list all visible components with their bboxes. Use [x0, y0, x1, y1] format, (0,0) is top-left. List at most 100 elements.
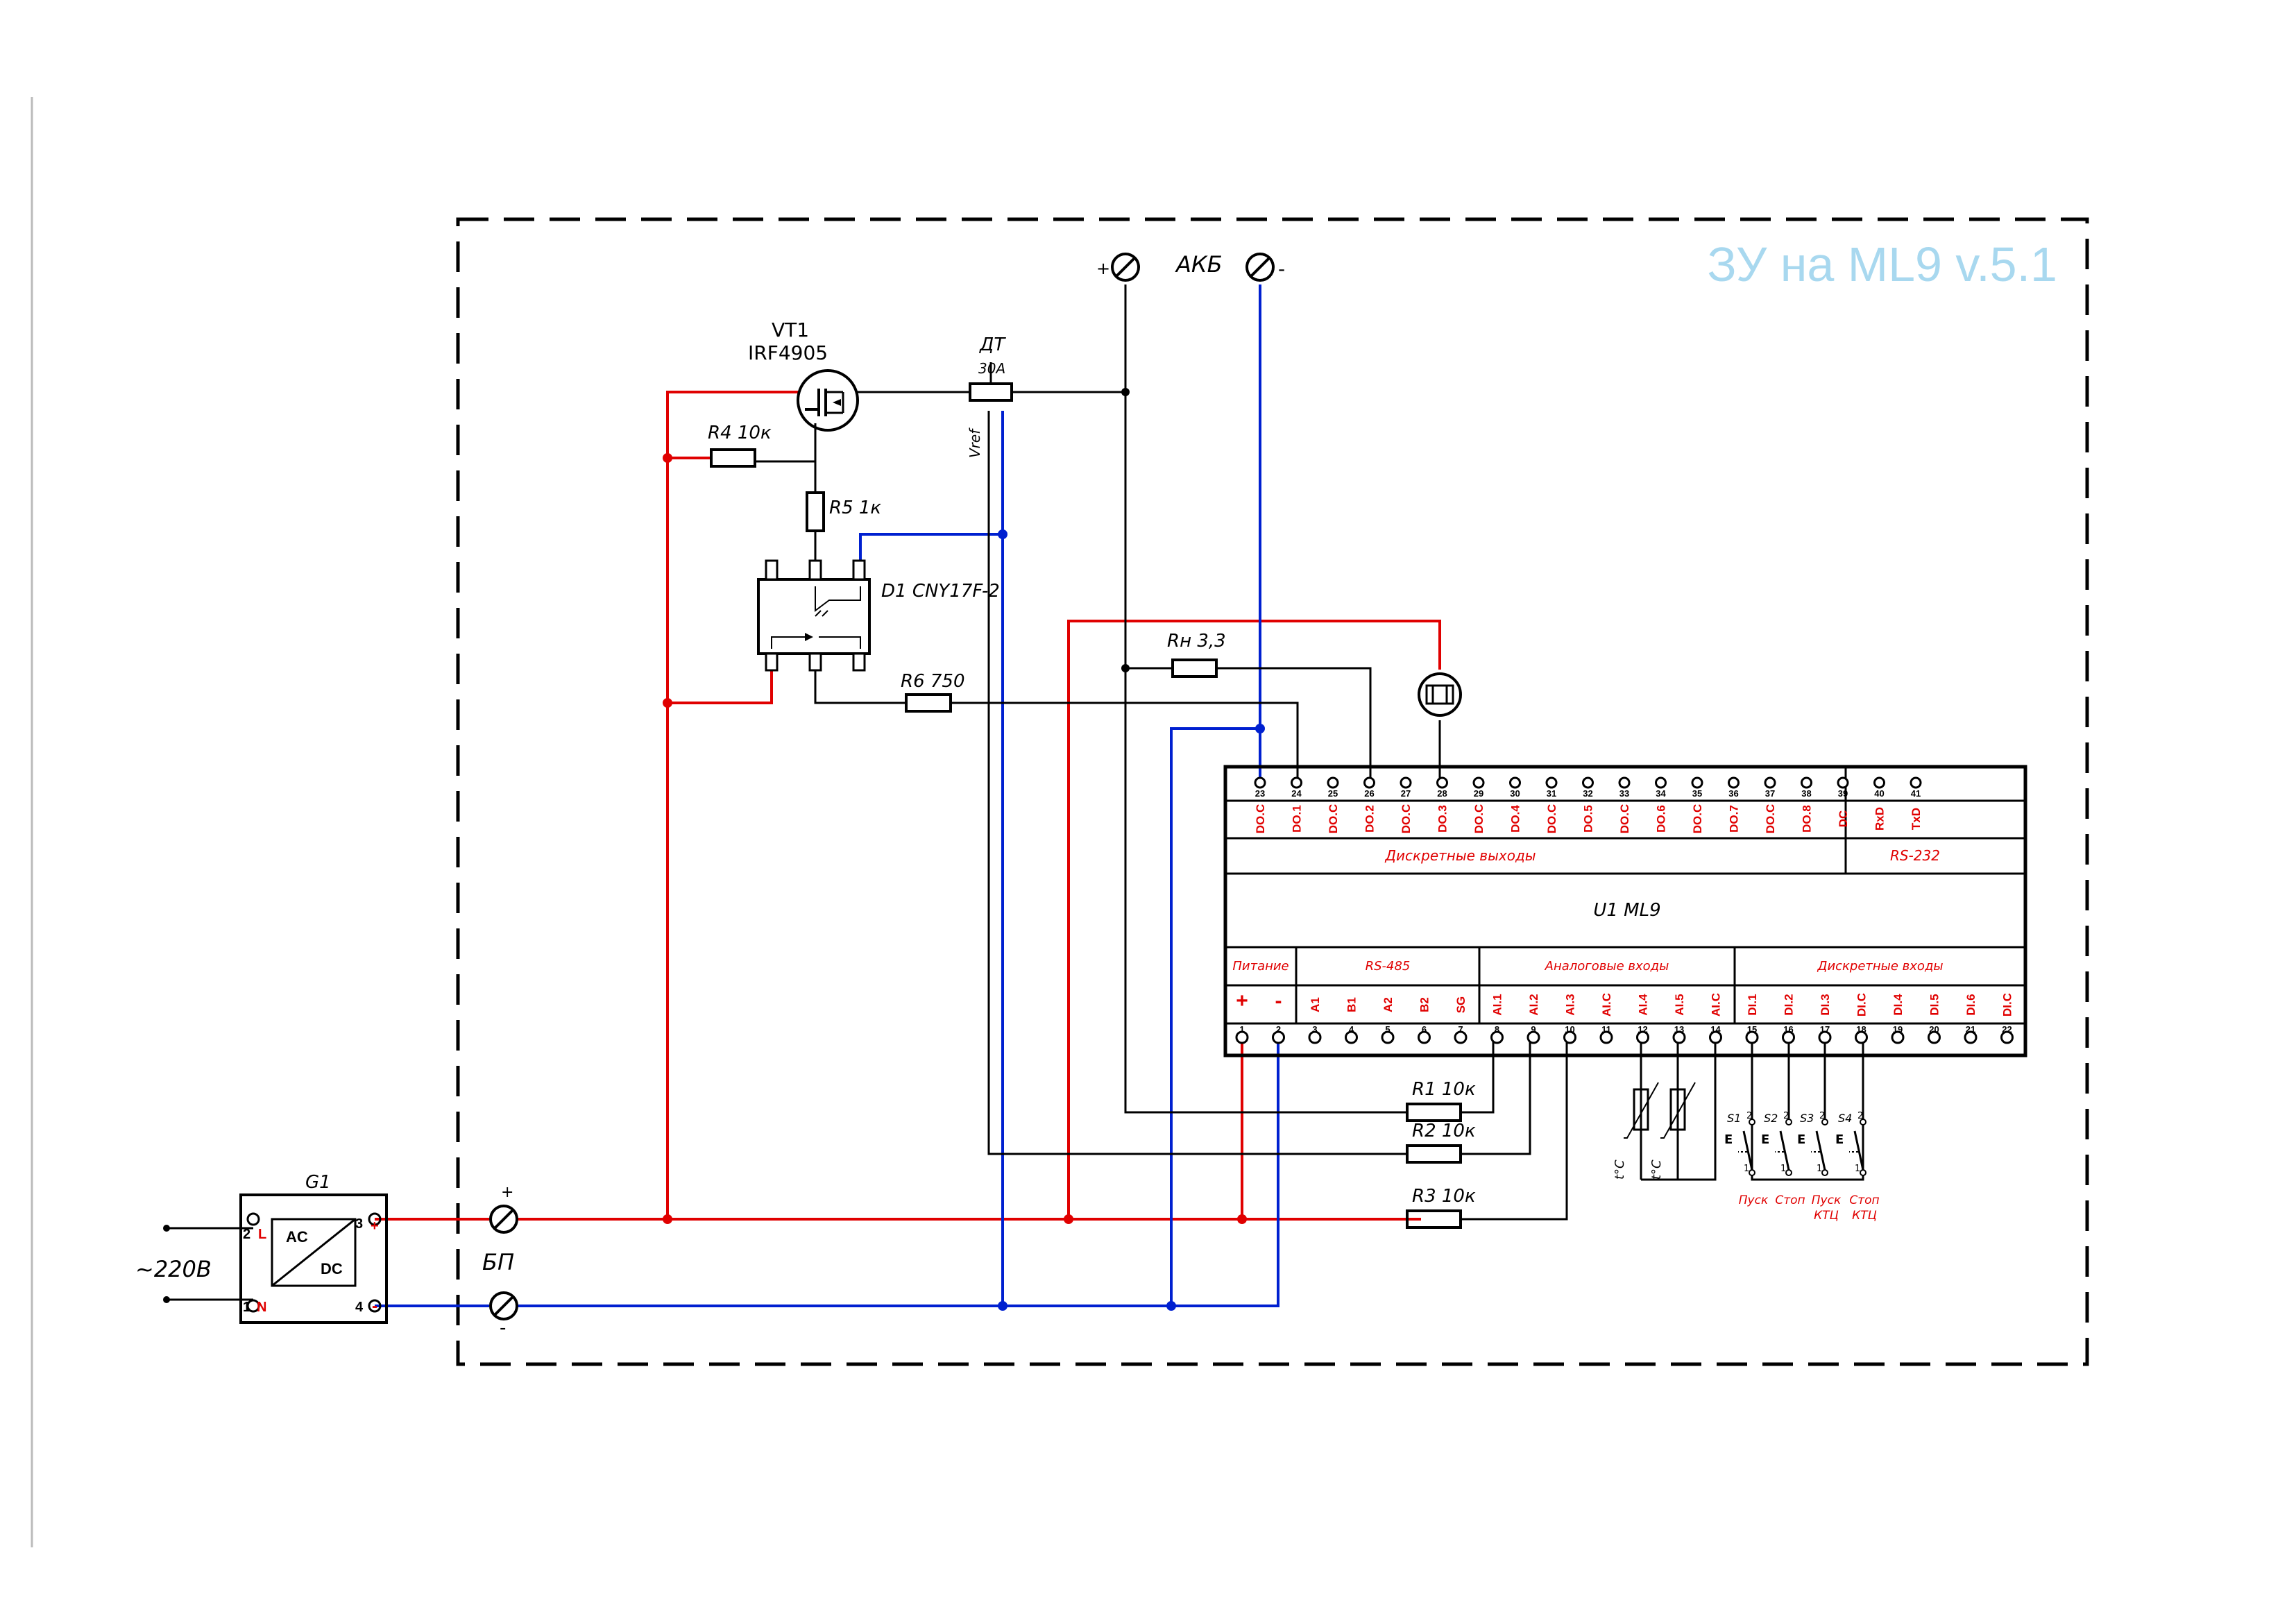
top-terminal-row: 23DO.C24DO.125DO.C26DO.227DO.C28DO.329DO…	[1254, 776, 1923, 834]
svg-text:37: 37	[1765, 788, 1775, 799]
svg-text:DC: DC	[1837, 810, 1850, 828]
svg-text:2: 2	[1746, 1111, 1752, 1121]
svg-text:DO.1: DO.1	[1291, 805, 1304, 833]
svg-text:S3: S3	[1800, 1112, 1814, 1125]
svg-text:3: 3	[355, 1216, 363, 1232]
svg-text:+: +	[1096, 259, 1110, 278]
svg-text:8: 8	[1495, 1024, 1499, 1035]
svg-text:E: E	[1761, 1132, 1769, 1147]
svg-text:DO.4: DO.4	[1509, 805, 1522, 833]
junctions	[663, 388, 1265, 1311]
svg-text:R6 750: R6 750	[901, 671, 965, 692]
svg-text:2: 2	[1276, 1024, 1281, 1035]
resistor-rn: Rн 3,3	[1167, 631, 1226, 678]
svg-text:2: 2	[1819, 1111, 1825, 1121]
thermistor-2: t°C	[1649, 1082, 1696, 1180]
drawing-title: ЗУ на ML9 v.5.1	[1707, 237, 2057, 291]
svg-text:G1: G1	[305, 1172, 331, 1193]
psu-g1: AC DC G1 2 L 1 N 3 + 4 -	[239, 1172, 388, 1324]
svg-text:DO.C: DO.C	[1400, 804, 1413, 834]
svg-text:B2: B2	[1418, 997, 1431, 1012]
svg-text:DO.C: DO.C	[1691, 804, 1704, 834]
bp-terminals: + - БП	[482, 1184, 518, 1339]
enclosure-boundary	[456, 217, 2089, 1366]
resistor-r5: R5 1к	[806, 491, 881, 532]
svg-text:30: 30	[1510, 788, 1520, 799]
svg-text:S1: S1	[1727, 1112, 1741, 1125]
svg-text:TxD: TxD	[1910, 808, 1923, 830]
svg-text:E: E	[1835, 1132, 1844, 1147]
section-ain: Аналоговые входы	[1545, 959, 1669, 974]
svg-text:DO.7: DO.7	[1728, 805, 1741, 833]
resistor-r3: R3 10к	[1406, 1186, 1476, 1229]
svg-text:14: 14	[1710, 1024, 1721, 1035]
svg-text:23: 23	[1255, 788, 1265, 799]
svg-text:DO.C: DO.C	[1327, 804, 1340, 834]
signal-wires	[755, 284, 1864, 1221]
svg-text:22: 22	[2002, 1024, 2012, 1035]
resistor-r4: R4 10к	[708, 423, 772, 468]
svg-text:9: 9	[1531, 1024, 1536, 1035]
svg-text:R5 1к: R5 1к	[829, 498, 881, 518]
svg-text:Пуск: Пуск	[1812, 1193, 1842, 1207]
svg-text:DO.5: DO.5	[1582, 805, 1595, 833]
svg-text:t°C: t°C	[1649, 1159, 1664, 1180]
terminal-bottom-9: 9 AI.2	[1527, 994, 1540, 1044]
svg-text:26: 26	[1364, 788, 1374, 799]
svg-text:12: 12	[1638, 1024, 1647, 1035]
svg-text:3: 3	[1312, 1024, 1317, 1035]
svg-text:A1: A1	[1309, 997, 1322, 1012]
mains-terminal-n	[163, 1296, 170, 1303]
svg-text:DO.6: DO.6	[1655, 805, 1668, 833]
negative-wires	[375, 284, 1279, 1307]
svg-text:2: 2	[1783, 1111, 1789, 1121]
terminal-bottom-5: 5A2	[1381, 997, 1395, 1044]
svg-text:7: 7	[1458, 1024, 1463, 1035]
svg-text:DI.1: DI.1	[1746, 994, 1759, 1015]
thermistor-1: t°C	[1613, 1082, 1659, 1180]
mains-label: ~220В	[135, 1256, 212, 1282]
section-dout: Дискретные выходы	[1384, 847, 1536, 864]
terminal-bottom-13: 13 AI.5	[1672, 994, 1686, 1044]
svg-text:AI.5: AI.5	[1673, 994, 1686, 1015]
svg-text:DO.3: DO.3	[1436, 805, 1449, 833]
svg-text:DO.8: DO.8	[1801, 805, 1814, 833]
svg-text:AI.4: AI.4	[1637, 994, 1650, 1016]
svg-text:D1 CNY17F-2: D1 CNY17F-2	[881, 581, 1000, 602]
svg-text:Vref: Vref	[967, 427, 983, 458]
svg-text:+: +	[501, 1184, 513, 1201]
svg-text:ДТ: ДТ	[979, 334, 1006, 355]
resistor-r6: R6 750	[901, 671, 965, 713]
svg-text:13: 13	[1674, 1024, 1684, 1035]
svg-text:VT1: VT1	[772, 318, 809, 341]
svg-text:DO.C: DO.C	[1472, 804, 1486, 834]
svg-text:-: -	[1278, 257, 1285, 280]
svg-text:28: 28	[1437, 788, 1447, 799]
svg-text:DI.2: DI.2	[1783, 994, 1796, 1015]
terminal-bottom-4: 4B1	[1345, 997, 1359, 1044]
terminal-bottom-6: 6B2	[1418, 997, 1431, 1044]
svg-text:AI.3: AI.3	[1564, 994, 1577, 1015]
svg-text:+: +	[371, 1218, 379, 1234]
svg-text:18: 18	[1856, 1024, 1866, 1035]
svg-text:1: 1	[243, 1300, 250, 1315]
svg-text:S4: S4	[1838, 1112, 1852, 1125]
svg-text:11: 11	[1601, 1024, 1611, 1035]
svg-text:R4 10к: R4 10к	[708, 423, 772, 443]
svg-text:AI.2: AI.2	[1527, 994, 1540, 1015]
svg-text:КТЦ: КТЦ	[1814, 1209, 1839, 1223]
optocoupler-d1: D1 CNY17F-2	[757, 559, 1000, 672]
svg-text:25: 25	[1328, 788, 1338, 799]
mains-terminal-l	[163, 1225, 170, 1232]
svg-text:R3 10к: R3 10к	[1412, 1186, 1476, 1207]
svg-text:10: 10	[1565, 1024, 1574, 1035]
